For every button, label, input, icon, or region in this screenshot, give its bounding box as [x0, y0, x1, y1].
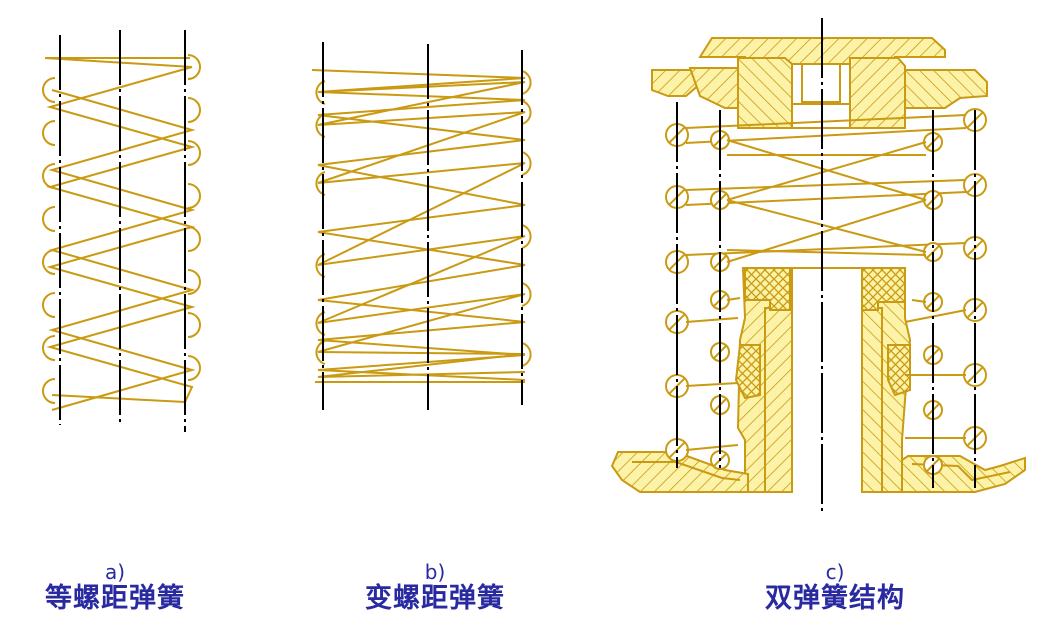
- variable-pitch-spring-figure: [311, 42, 532, 410]
- caption-a: a) 等螺距弹簧: [20, 561, 210, 615]
- coil-turn: [521, 342, 532, 367]
- coil-turn: [187, 355, 201, 381]
- equal-pitch-spring-figure: [42, 30, 201, 432]
- top-cap: [651, 37, 988, 129]
- inner-coil-wire: [726, 154, 927, 256]
- end-coil: [51, 394, 186, 403]
- coil-turn: [521, 100, 532, 125]
- coil-turn: [187, 54, 201, 80]
- coil-turn: [521, 224, 532, 249]
- caption-b: b) 变螺距弹簧: [335, 561, 535, 615]
- coil-turn: [42, 77, 56, 103]
- coil-turn: [187, 312, 201, 338]
- coil-turn: [187, 183, 201, 209]
- spring-seat-hub: [734, 267, 912, 493]
- caption-letter: b): [424, 560, 446, 584]
- coil-turn: [187, 226, 201, 252]
- spring-coil: [311, 69, 532, 383]
- outer-coil-wire: [685, 309, 967, 451]
- coil-turn: [42, 335, 56, 361]
- coil-turn: [42, 163, 56, 189]
- coil-turn: [42, 249, 56, 275]
- coil-wire: [317, 91, 526, 381]
- coil-turn: [42, 120, 56, 146]
- coil-turn: [187, 97, 201, 123]
- coil-turn: [521, 151, 532, 176]
- coil-wire: [48, 89, 196, 411]
- double-spring-structure-figure: [610, 18, 1026, 513]
- caption-letter: c): [825, 560, 845, 584]
- coil-turn: [187, 269, 201, 295]
- caption-letter: a): [104, 560, 126, 584]
- coil-turn: [42, 292, 56, 318]
- coil-turn: [521, 70, 532, 95]
- outer-coil-wire: [685, 114, 967, 256]
- coil-turn: [42, 206, 56, 232]
- caption-name: 变螺距弹簧: [365, 583, 505, 614]
- coil-turn: [521, 282, 532, 307]
- coil-wire: [311, 69, 526, 378]
- caption-c: c) 双弹簧结构: [735, 561, 935, 615]
- caption-name: 双弹簧结构: [765, 583, 905, 614]
- caption-name: 等螺距弹簧: [45, 583, 185, 614]
- wire-section-hatch: [966, 239, 984, 257]
- coil-turn: [42, 378, 56, 404]
- spring-coil: [42, 54, 201, 411]
- inner-coil-wire: [726, 139, 927, 303]
- coil-turn: [187, 140, 201, 166]
